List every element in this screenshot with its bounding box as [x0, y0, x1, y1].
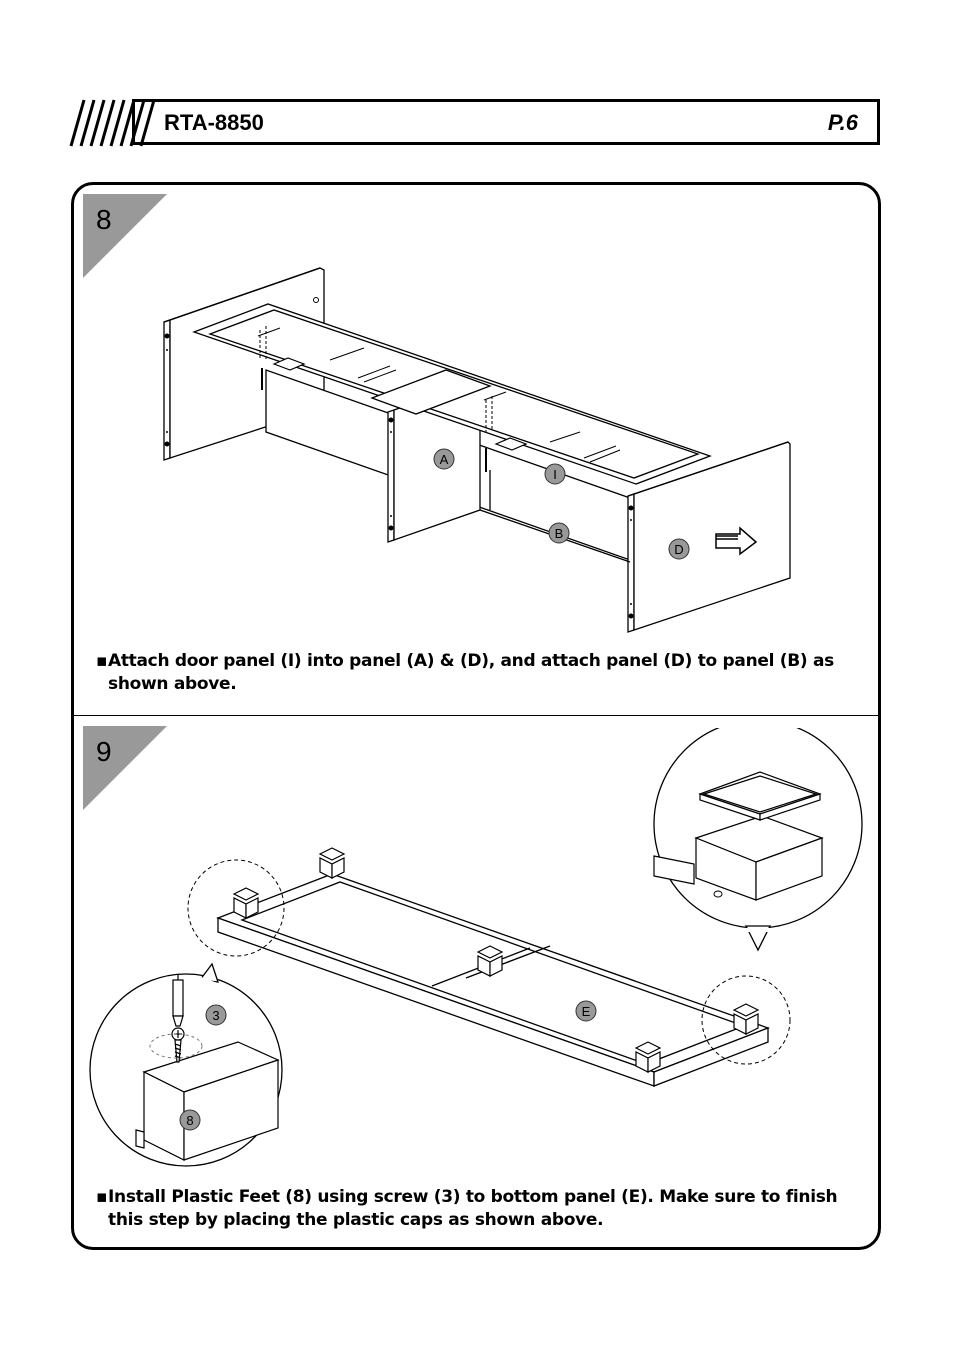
step-8-diagram: A I B D [163, 267, 791, 633]
step-corner-triangle [83, 194, 167, 278]
step-corner-triangle [83, 726, 167, 810]
model-number: RTA-8850 [164, 110, 264, 135]
step-9-number: 9 [96, 736, 112, 767]
instruction-frame [71, 182, 881, 1250]
svg-text:B: B [555, 526, 564, 541]
step-8-number: 8 [96, 204, 112, 235]
svg-text:E: E [582, 1004, 591, 1019]
svg-text:D: D [674, 542, 683, 557]
step-divider [71, 715, 881, 716]
step-9-text: Install Plastic Feet (8) using screw (3)… [108, 1187, 838, 1230]
header-stripes-logo [69, 99, 156, 147]
screw-icon [171, 1027, 185, 1063]
header-bar [132, 99, 880, 145]
svg-text:3: 3 [212, 1008, 219, 1023]
step-8-instruction: ▪ Attach door panel (I) into panel (A) &… [96, 650, 858, 696]
part-label-screw-3: 3 [205, 1004, 227, 1026]
step-9-diagram: E 3 8 [89, 728, 863, 1167]
part-label-d: D [668, 538, 690, 560]
part-label-i: I [544, 463, 566, 485]
part-label-feet-8: 8 [179, 1109, 201, 1131]
push-arrow-icon [715, 526, 758, 556]
svg-text:8: 8 [186, 1113, 193, 1128]
page-number: P.6 [827, 110, 858, 135]
step-9-instruction: ▪ Install Plastic Feet (8) using screw (… [96, 1186, 868, 1232]
part-label-b: B [548, 522, 570, 544]
step-8-text: Attach door panel (I) into panel (A) & (… [108, 651, 834, 694]
screwdriver-icon [172, 974, 184, 1027]
bullet: ▪ [96, 651, 108, 671]
svg-text:A: A [440, 452, 449, 467]
bullet: ▪ [96, 1187, 108, 1207]
part-label-e: E [575, 1000, 597, 1022]
svg-text:I: I [553, 467, 557, 482]
part-label-a: A [433, 448, 455, 470]
